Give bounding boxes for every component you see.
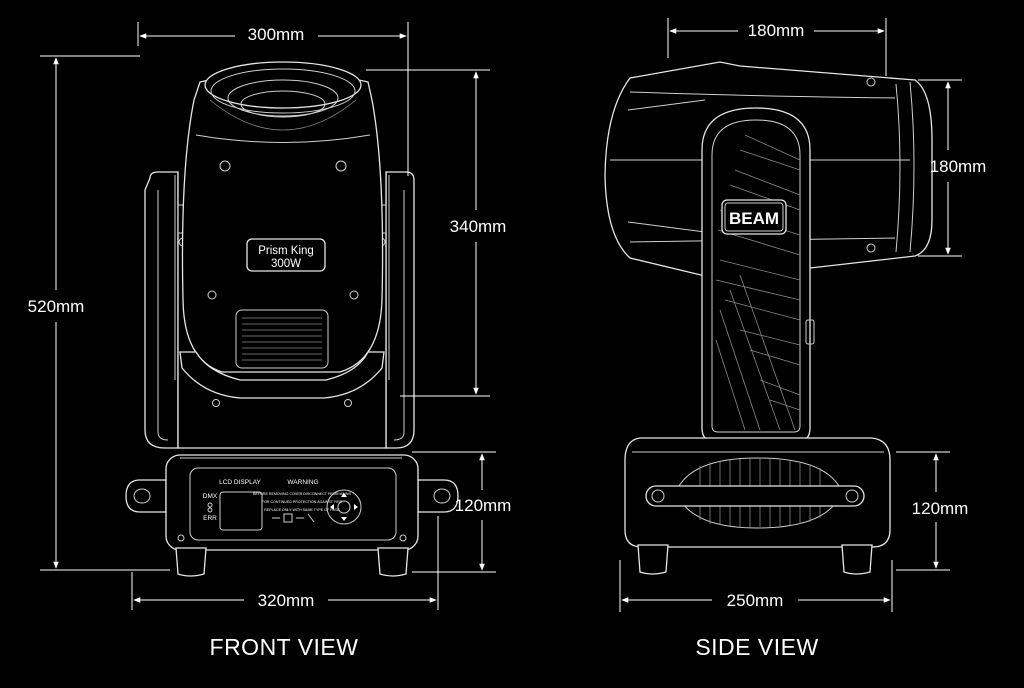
dim-front-height-head: 340mm	[450, 217, 507, 236]
side-handle	[645, 485, 865, 507]
dim-side-height-head: 180mm	[930, 157, 987, 176]
warning-line-3: REPLACE ONLY WITH SAME TYPE OF FUSE	[264, 508, 340, 512]
dim-front-width-top: 300mm	[248, 25, 305, 44]
warning-label: WARNING	[287, 479, 318, 486]
model-label: Prism King	[258, 245, 314, 257]
dim-front-width-base: 320mm	[258, 591, 315, 610]
front-base: LCD DISPLAY DMX ERR WARNING BEFORE REMOV…	[125, 454, 459, 577]
front-dimensions: 300mm 520mm 340mm 120mm 320mm	[28, 22, 512, 610]
side-view: BEAM	[604, 61, 933, 575]
warning-line-2: FOR CONTINUED PROTECTION AGAINST FIRE	[262, 500, 343, 504]
side-dimensions: 180mm 180mm 120mm 250mm	[619, 18, 987, 612]
front-vent-grill	[242, 317, 322, 361]
beam-badge: BEAM	[729, 209, 779, 228]
dim-front-height-base: 120mm	[455, 496, 512, 515]
side-arm: BEAM	[701, 107, 815, 443]
front-head: Prism King 300W	[179, 61, 385, 399]
dim-side-width-top: 180mm	[748, 21, 805, 40]
dmx-label: DMX	[203, 493, 218, 500]
power-label: 300W	[271, 258, 301, 270]
front-view: Prism King 300W LCD DISPLAY DMX ERR	[125, 61, 459, 577]
lcd-screen	[219, 491, 263, 531]
dim-side-height-base: 120mm	[912, 499, 969, 518]
side-view-title: SIDE VIEW	[695, 634, 818, 660]
side-base	[624, 437, 891, 575]
dim-front-height-total: 520mm	[28, 297, 85, 316]
dim-side-width-base: 250mm	[727, 591, 784, 610]
warning-line-1: BEFORE REMOVING COVER DISCONNECT FROM MA…	[253, 492, 351, 496]
lcd-label: LCD DISPLAY	[219, 479, 261, 486]
front-view-title: FRONT VIEW	[210, 634, 359, 660]
nav-pad	[326, 489, 362, 525]
err-label: ERR	[203, 515, 217, 522]
control-panel: LCD DISPLAY DMX ERR WARNING BEFORE REMOV…	[203, 479, 362, 531]
